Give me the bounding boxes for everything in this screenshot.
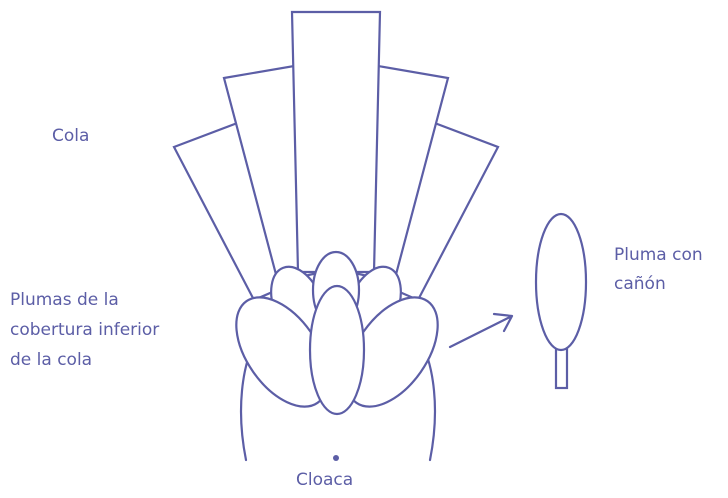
quill-feather-vane — [536, 214, 586, 350]
undertail-coverts-label-line1: Plumas de la — [10, 286, 119, 314]
tail-label: Cola — [52, 122, 89, 150]
cloaca-label: Cloaca — [296, 466, 353, 494]
undertail-coverts-label-line3: de la cola — [10, 346, 92, 374]
covert-feather-front-center — [310, 286, 364, 414]
cloaca-dot — [333, 455, 339, 461]
undertail-coverts-label-line2: cobertura inferior — [10, 316, 159, 344]
tail-feather-center — [292, 12, 380, 272]
quill-feather-label-line2: cañón — [614, 270, 666, 298]
quill-feather-label-line1: Pluma con — [614, 241, 703, 269]
pointer-arrow — [450, 314, 512, 347]
